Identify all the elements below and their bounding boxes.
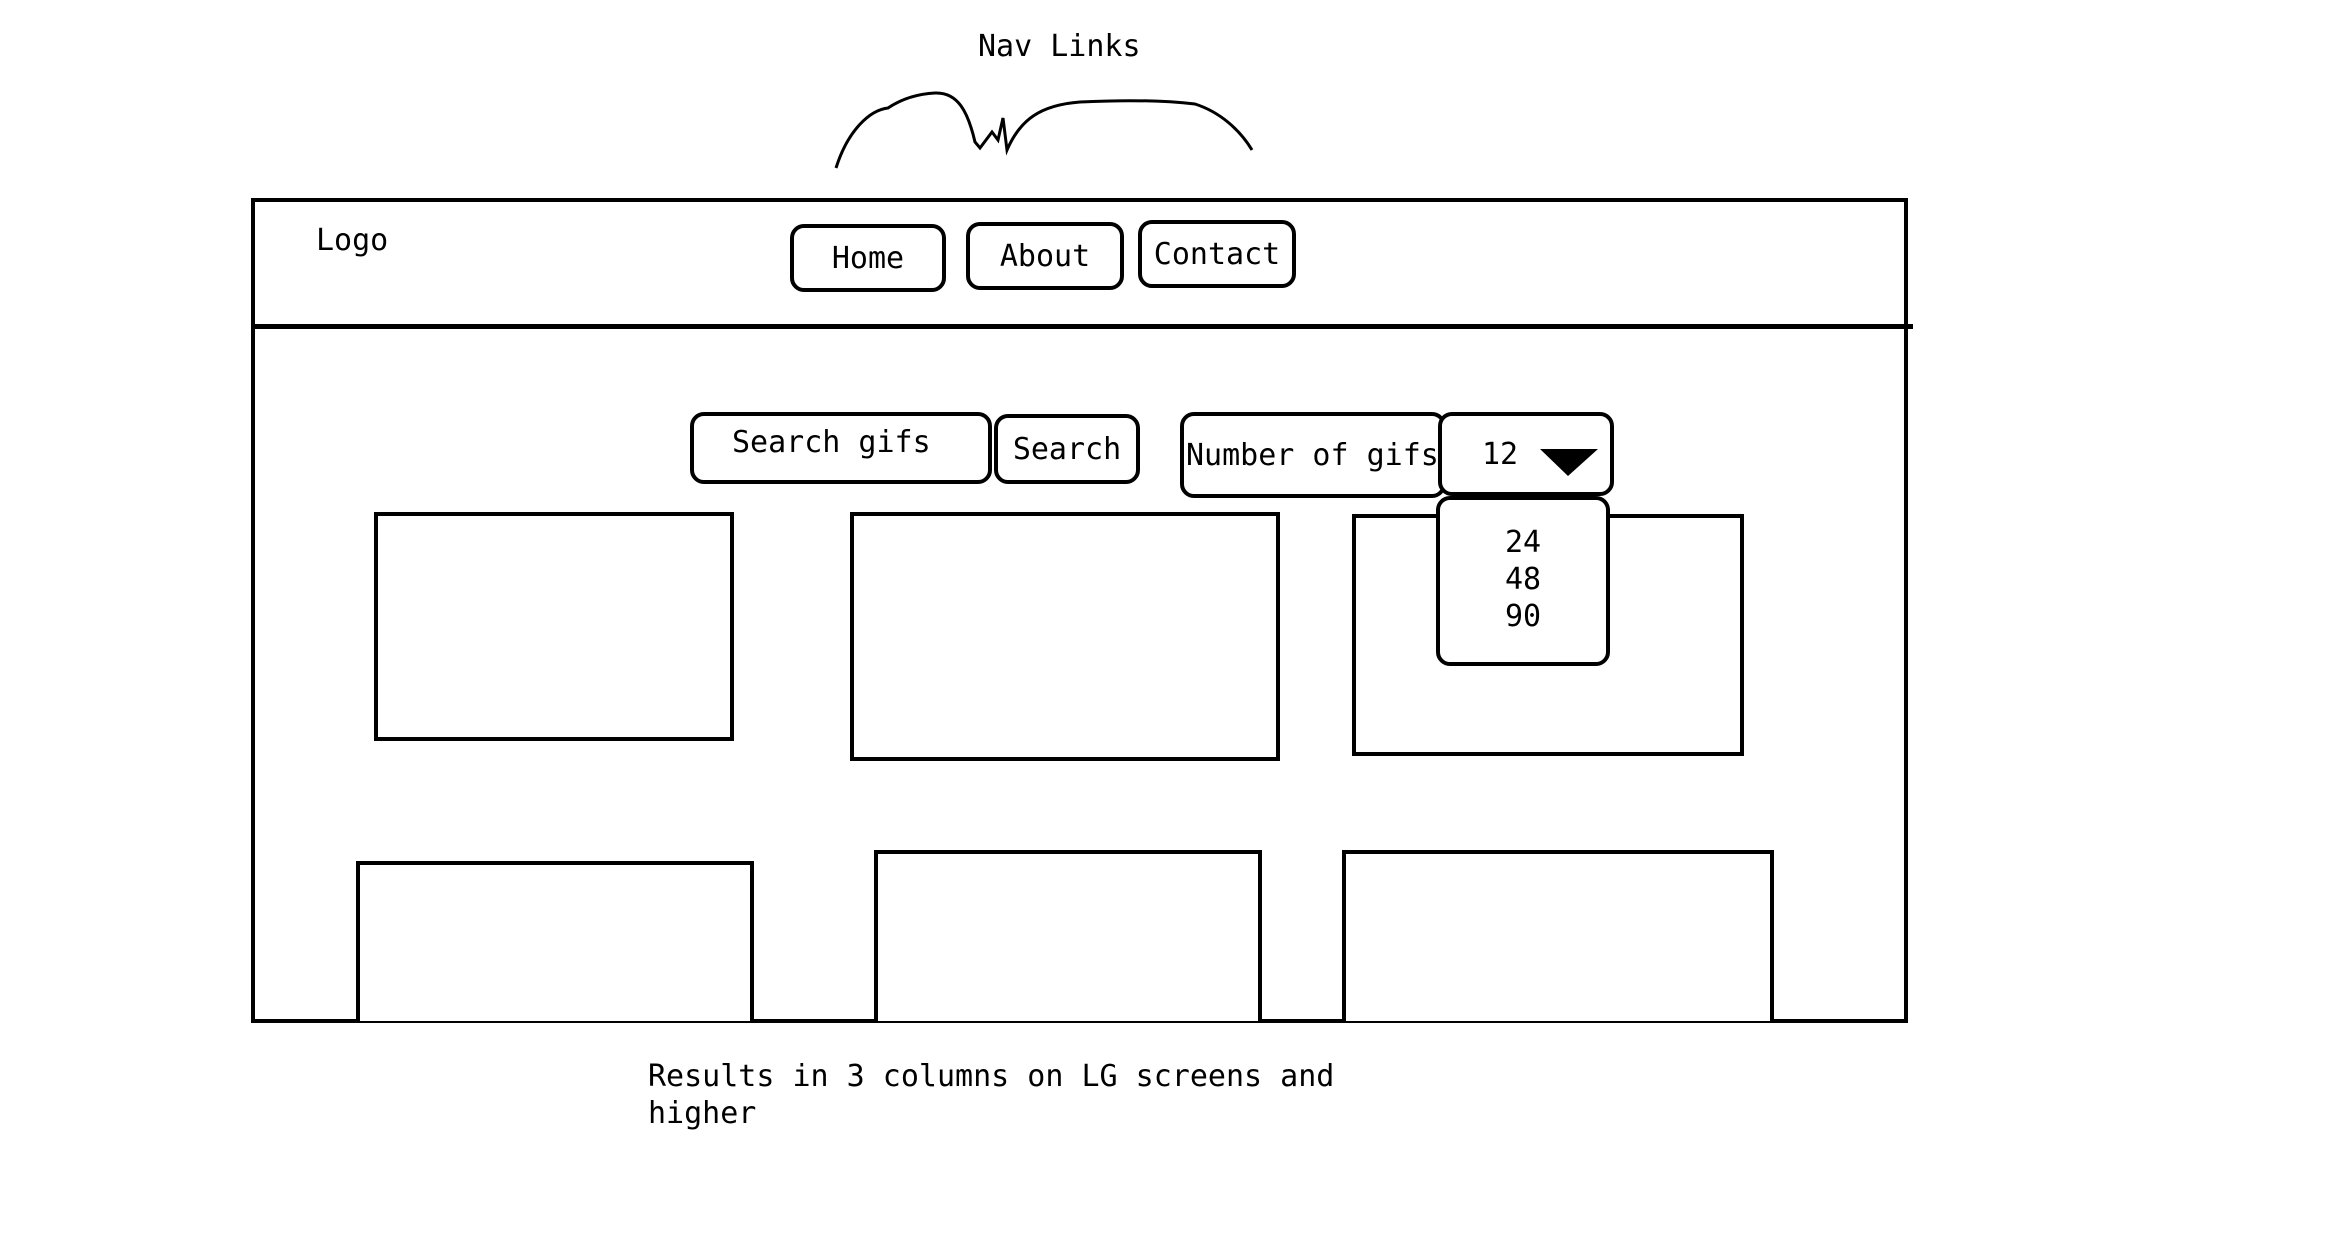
header-divider <box>251 324 1913 329</box>
gif-result-card[interactable] <box>374 512 734 741</box>
nav-home-button[interactable]: Home <box>790 224 946 292</box>
gif-count-option[interactable]: 48 <box>1504 562 1542 597</box>
gif-count-label: Number of gifs <box>1180 412 1446 498</box>
search-button[interactable]: Search <box>994 414 1140 484</box>
gif-count-option[interactable]: 90 <box>1504 599 1542 634</box>
gif-result-card[interactable] <box>1342 850 1774 1021</box>
logo[interactable]: Logo <box>316 223 389 258</box>
page-frame <box>251 198 1908 1023</box>
results-note-line2: higher <box>648 1096 757 1131</box>
nav-contact-button[interactable]: Contact <box>1138 220 1296 288</box>
gif-count-selected: 12 <box>1482 436 1519 472</box>
nav-links-annotation: Nav Links <box>978 29 1141 64</box>
gif-result-card[interactable] <box>356 861 754 1021</box>
gif-count-dropdown-list[interactable]: 24 48 90 <box>1436 496 1610 666</box>
gif-result-card[interactable] <box>850 512 1280 761</box>
gif-count-option[interactable]: 24 <box>1504 525 1542 560</box>
search-input[interactable]: Search gifs <box>690 412 992 484</box>
nav-about-button[interactable]: About <box>966 222 1124 290</box>
gif-result-card[interactable] <box>874 850 1262 1021</box>
results-note-line1: Results in 3 columns on LG screens and <box>648 1059 1335 1094</box>
gif-count-select[interactable]: 12 <box>1438 412 1614 496</box>
